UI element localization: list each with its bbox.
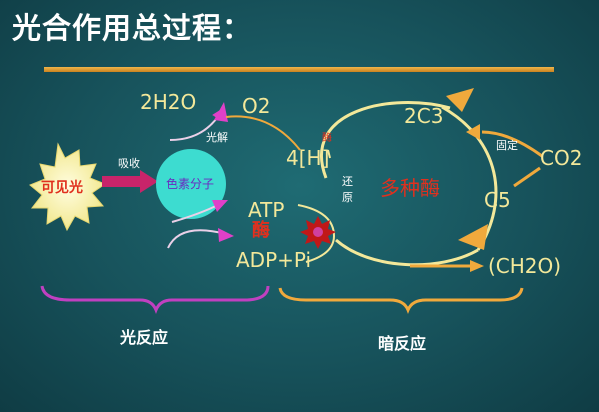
page-title: 光合作用总过程： (12, 11, 253, 45)
dark-reaction-label: 暗反应 (378, 334, 427, 353)
cycle-arrow-c5 (458, 224, 488, 250)
enzyme-burst-center (313, 227, 323, 237)
reduce-label-1: 还 (342, 175, 353, 188)
absorb-arrow-shaft (102, 176, 142, 187)
multi-enzyme-label: 多种酶 (380, 176, 440, 200)
calvin-cycle-right (441, 105, 498, 251)
water-label: 2H2O (140, 90, 197, 114)
fixation-arrow-head (466, 124, 480, 140)
oxygen-label: O2 (242, 94, 271, 118)
pigment-curve-upper-head (212, 200, 228, 212)
sun-shape (29, 142, 107, 232)
enzyme-label: 酶 (252, 220, 270, 241)
photolysis-arrow-head (214, 102, 228, 122)
enzyme-small-label: 酶 (322, 133, 332, 144)
calvin-cycle-bottom (335, 238, 479, 267)
fixation-label: 固定 (496, 139, 518, 152)
light-reaction-label: 光反应 (120, 328, 169, 347)
adp-label: ADP+Pi (236, 248, 312, 272)
visible-light-label: 可见光 (41, 180, 83, 196)
sugar-arrow-head (470, 260, 484, 272)
reductant-curve (225, 115, 301, 151)
photolysis-label: 光解 (206, 131, 228, 144)
absorb-arrow-head (140, 170, 158, 193)
light-brace (40, 285, 270, 315)
title-underline (44, 67, 554, 72)
co2-label: CO2 (540, 146, 583, 170)
atp-label: ATP (248, 198, 285, 222)
calvin-cycle-arc (319, 101, 451, 179)
pigment-molecule-circle (156, 149, 226, 219)
cycle-arrow-c3 (446, 88, 474, 112)
co2-c5-link (513, 166, 541, 188)
pigment-label: 色素分子 (166, 177, 215, 191)
dark-brace (278, 287, 524, 315)
reduce-label-2: 原 (342, 191, 353, 204)
c5-label: C5 (484, 188, 511, 212)
reductant-label: 4[H] (286, 146, 330, 170)
pigment-curve-lower-head (218, 228, 234, 242)
enzyme-pointer (327, 149, 331, 159)
atp-adp-loop (297, 204, 336, 263)
c3-label: 2C3 (404, 104, 444, 128)
sugar-label: (CH2O) (488, 254, 562, 278)
fixation-line (481, 130, 543, 158)
pigment-curve-lower (167, 229, 227, 249)
absorb-label: 吸收 (118, 157, 140, 170)
